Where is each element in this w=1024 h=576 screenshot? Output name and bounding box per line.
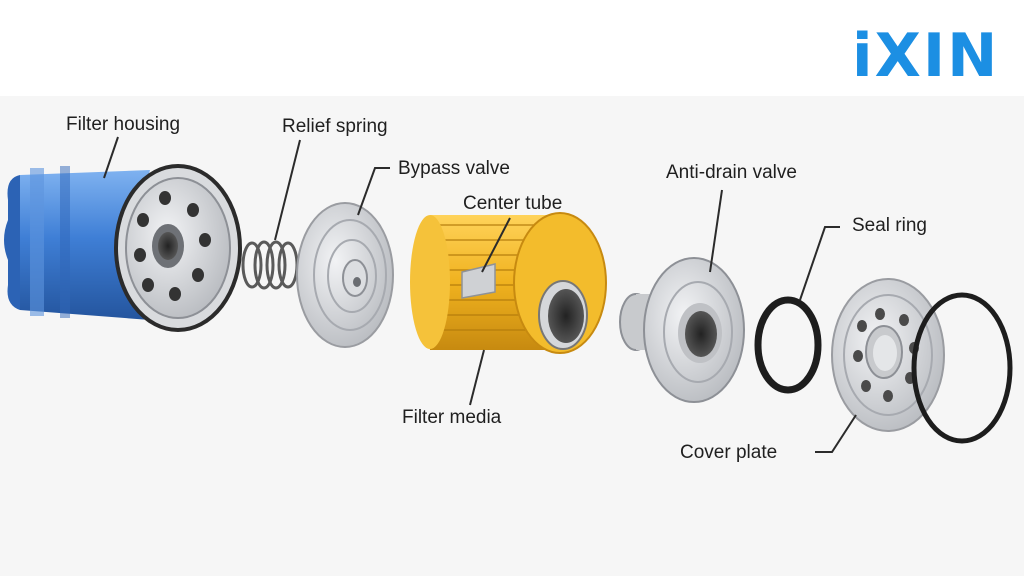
leader-bypass-valve <box>357 167 390 216</box>
label-bypass-valve: Bypass valve <box>398 158 510 179</box>
leader-filter-housing <box>103 136 119 179</box>
seal-ring-part <box>754 296 822 394</box>
leader-center-tube <box>481 217 511 273</box>
brand-logo: iXIN <box>852 21 999 91</box>
filter-housing-part <box>4 164 242 332</box>
cover-plate-part <box>831 278 1013 444</box>
leader-filter-media <box>469 349 485 406</box>
label-seal-ring: Seal ring <box>852 215 927 236</box>
anti-drain-valve-part <box>619 257 745 403</box>
leader-seal-ring <box>799 226 840 301</box>
header-band <box>0 0 1024 96</box>
leader-cover-plate <box>815 414 857 453</box>
relief-spring-part <box>241 240 299 290</box>
label-cover-plate: Cover plate <box>680 442 777 463</box>
leader-anti-drain-valve <box>709 189 723 273</box>
label-center-tube: Center tube <box>463 193 562 214</box>
bypass-valve-part <box>296 202 394 348</box>
leader-lines <box>103 136 857 453</box>
label-filter-housing: Filter housing <box>66 114 180 135</box>
label-anti-drain-valve: Anti-drain valve <box>666 162 797 183</box>
brand-logo-text: iXIN <box>852 21 999 91</box>
label-relief-spring: Relief spring <box>282 116 388 137</box>
filter-media-part <box>410 212 607 354</box>
leader-relief-spring <box>274 139 301 241</box>
label-filter-media: Filter media <box>402 407 502 428</box>
